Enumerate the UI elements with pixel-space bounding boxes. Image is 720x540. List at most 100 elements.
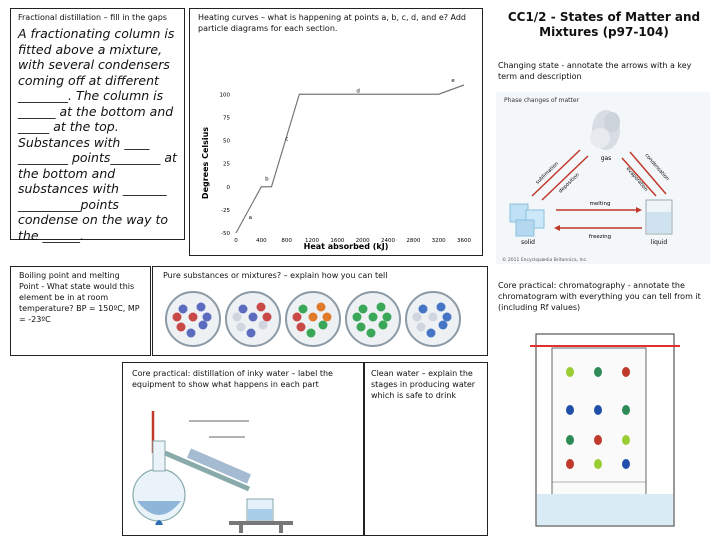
boiling-point-text: Boiling point and melting Point - What s… xyxy=(19,271,140,324)
gas-label: gas xyxy=(601,155,612,162)
particle xyxy=(356,322,366,332)
chromatogram-spot xyxy=(594,435,602,445)
heating-curve-box: Heating curves – what is happening at po… xyxy=(189,8,483,256)
y-tick-label: 0 xyxy=(227,185,231,191)
particle xyxy=(366,328,376,338)
liquid-label: liquid xyxy=(651,239,668,246)
particle xyxy=(202,312,212,322)
distillation-box: Core practical: distillation of inky wat… xyxy=(122,362,364,536)
x-tick-label: 2400 xyxy=(381,238,395,244)
diagram-credit: © 2011 Encyclopædia Britannica, Inc. xyxy=(502,256,588,263)
fractional-heading: Fractional distillation – fill in the ga… xyxy=(18,13,167,22)
distillation-apparatus xyxy=(132,411,293,533)
particle xyxy=(352,312,362,322)
solid-label: solid xyxy=(521,239,535,246)
pure-heading: Pure substances or mixtures? – explain h… xyxy=(163,271,388,280)
x-tick-label: 800 xyxy=(281,238,292,244)
particle xyxy=(308,312,318,322)
x-tick-label: 3200 xyxy=(432,238,446,244)
heating-heading: Heating curves – what is happening at po… xyxy=(198,13,467,33)
phase-diagram-title: Phase changes of matter xyxy=(504,97,580,104)
x-tick-label: 1600 xyxy=(330,238,344,244)
y-tick-label: -50 xyxy=(221,231,230,237)
particle xyxy=(178,304,188,314)
particle xyxy=(428,312,438,322)
particle xyxy=(188,312,198,322)
particle xyxy=(258,320,268,330)
chromatogram-spot xyxy=(566,367,574,377)
y-tick-label: 75 xyxy=(223,115,230,121)
particle xyxy=(316,302,326,312)
particle xyxy=(382,312,392,322)
curve-point-label: a xyxy=(249,215,252,221)
particle xyxy=(172,312,182,322)
x-axis-label: Heat absorbed (kJ) xyxy=(304,242,389,251)
curve-point-label: e xyxy=(451,78,455,84)
particle-diagrams xyxy=(165,291,461,347)
chromatogram-spot xyxy=(594,367,602,377)
y-tick-label: 100 xyxy=(220,92,231,98)
particle xyxy=(292,312,302,322)
clean-water-box: Clean water – explain the stages in prod… xyxy=(364,362,488,536)
particle xyxy=(256,302,266,312)
particle xyxy=(306,328,316,338)
particle xyxy=(438,320,448,330)
chromatography-panel: Core practical: chromatography - annotat… xyxy=(490,274,718,536)
curve-point-label: c xyxy=(285,137,288,143)
chromatogram-spot xyxy=(622,367,630,377)
clean-water-text: Clean water – explain the stages in prod… xyxy=(371,369,476,400)
freezing-label: freezing xyxy=(589,234,611,240)
particle xyxy=(238,304,248,314)
y-tick-label: 25 xyxy=(223,162,230,168)
chromatogram-spot xyxy=(594,405,602,415)
particle xyxy=(196,302,206,312)
particle xyxy=(298,304,308,314)
particle xyxy=(378,320,388,330)
particle xyxy=(232,312,242,322)
boiling-point-box: Boiling point and melting Point - What s… xyxy=(10,266,151,356)
particle xyxy=(418,304,428,314)
particle xyxy=(412,312,422,322)
changing-state-text: Changing state - annotate the arrows wit… xyxy=(498,61,692,81)
distillation-heading: Core practical: distillation of inky wat… xyxy=(132,369,333,389)
particle xyxy=(198,320,208,330)
x-tick-label: 2000 xyxy=(356,238,370,244)
particle xyxy=(318,320,328,330)
chromatogram xyxy=(530,333,680,527)
melting-label: melting xyxy=(590,201,611,207)
chromatogram-spot xyxy=(566,459,574,469)
heating-curve-line xyxy=(235,84,465,234)
particle xyxy=(376,302,386,312)
water-glass-image xyxy=(645,199,673,235)
chromatogram-spot xyxy=(622,459,630,469)
chromatography-text: Core practical: chromatography - annotat… xyxy=(498,281,701,312)
y-axis-label: Degrees Celsius xyxy=(201,127,210,199)
curve-point-label: b xyxy=(265,176,269,182)
particle xyxy=(426,328,436,338)
particle xyxy=(248,312,258,322)
steam-cloud-image xyxy=(590,110,620,150)
chromatogram-spot xyxy=(566,435,574,445)
particle xyxy=(442,312,452,322)
particle xyxy=(436,302,446,312)
phase-changes-diagram: Phase changes of matter gas solid liquid… xyxy=(496,92,710,264)
cc-panel: CC1/2 - States of Matter and Mixtures (p… xyxy=(490,8,718,270)
x-tick-label: 1200 xyxy=(305,238,319,244)
pure-substances-box: Pure substances or mixtures? – explain h… xyxy=(152,266,488,356)
cc-title: CC1/2 - States of Matter and Mixtures (p… xyxy=(507,10,701,39)
fractional-distillation-box: Fractional distillation – fill in the ga… xyxy=(10,8,185,243)
particle xyxy=(186,328,196,338)
particle xyxy=(246,328,256,338)
y-tick-label: -25 xyxy=(221,208,230,214)
particle xyxy=(358,304,368,314)
x-tick-label: 0 xyxy=(234,238,238,244)
particle xyxy=(296,322,306,332)
chromatogram-spot xyxy=(566,405,574,415)
particle xyxy=(416,322,426,332)
fractional-body: A fractionating column is fitted above a… xyxy=(18,26,177,243)
particle xyxy=(368,312,378,322)
chromatogram-spot xyxy=(622,405,630,415)
x-tick-label: 2800 xyxy=(406,238,420,244)
chromatogram-spot xyxy=(594,459,602,469)
